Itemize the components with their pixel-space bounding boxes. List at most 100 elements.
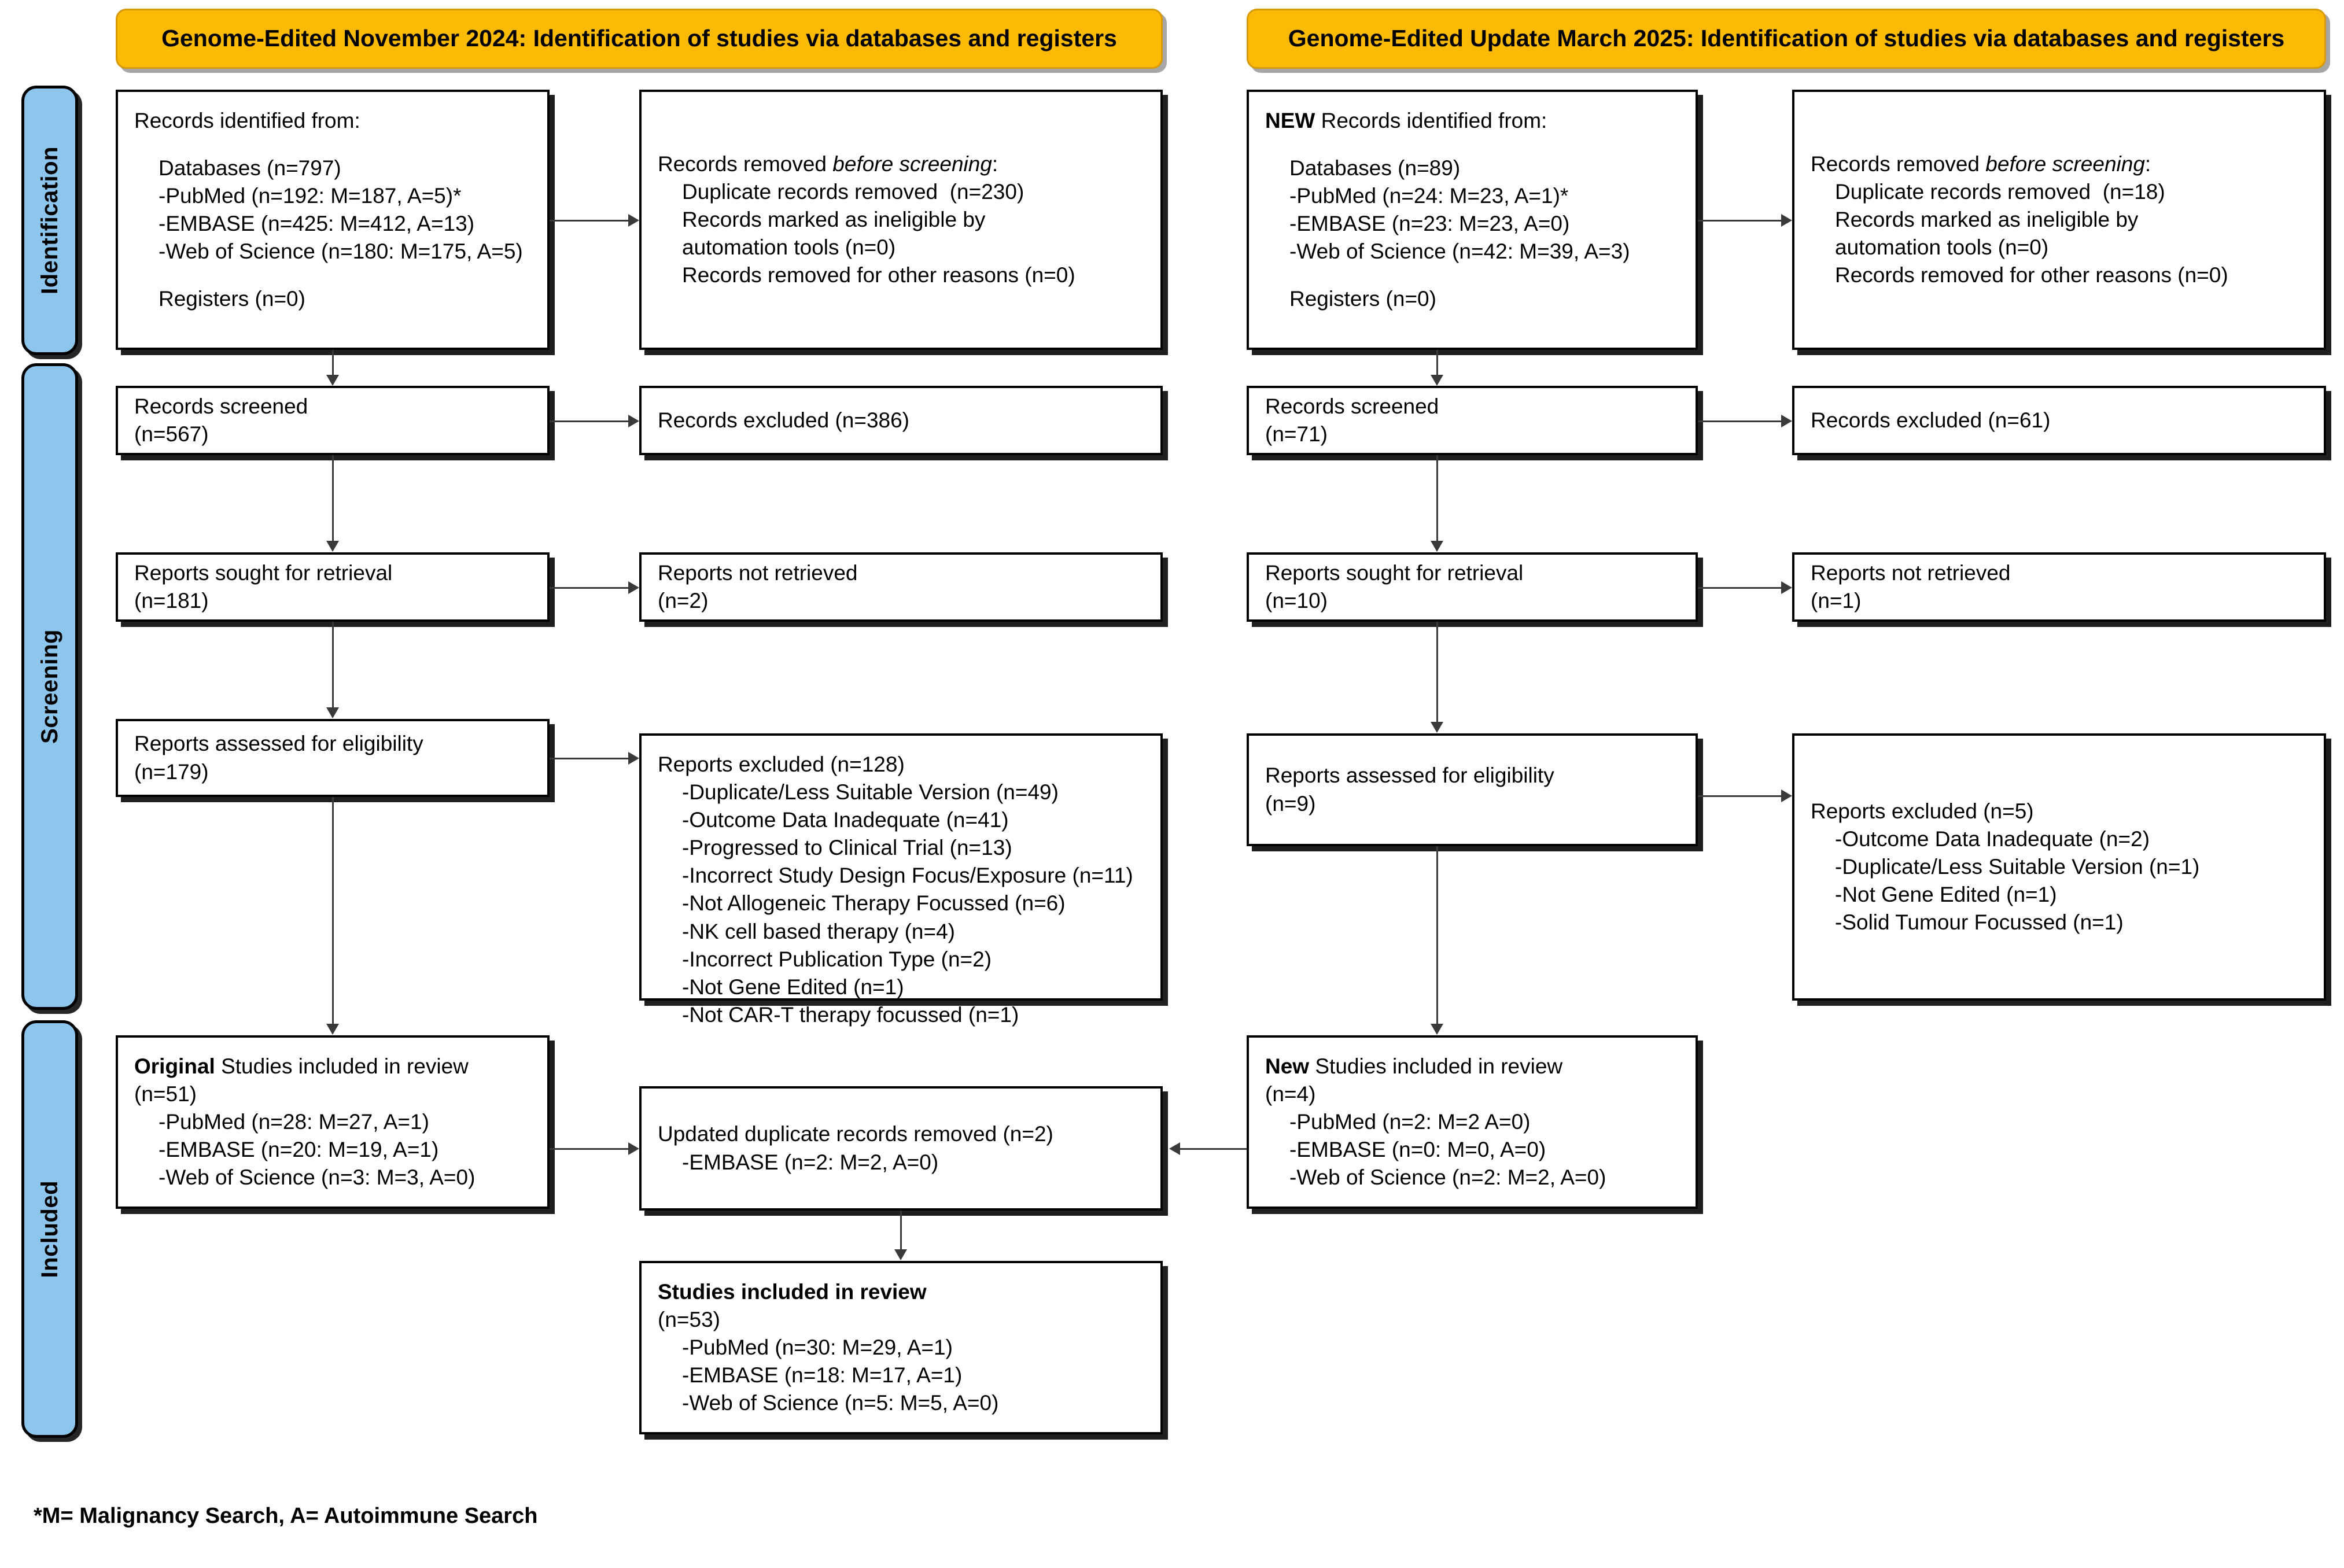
connector-original-to-merge (550, 1148, 628, 1150)
original-source-web-of-science: -Web of Science (n=3: M=3, A=0) (159, 1165, 476, 1190)
box-left-reports-excluded: Reports excluded (n=128) -Duplicate/Less… (639, 733, 1163, 1027)
arrowhead-original-to-merge (628, 1142, 639, 1155)
arrowhead-left-sought-to-assessed (326, 707, 339, 718)
arrowhead-right-identified-to-screened (1431, 375, 1443, 386)
updated-duplicates-title: Updated duplicate records removed (n=2) (658, 1122, 1053, 1146)
new-records-identified-title-bold: NEW (1265, 109, 1315, 132)
excluded-reason-duplicate: -Duplicate/Less Suitable Version (n=49) (682, 780, 1059, 805)
spacer (134, 265, 531, 285)
new-database-source-web-of-science: -Web of Science (n=42: M=39, A=3) (1289, 239, 1630, 264)
new-excluded-reason-solid-tumour: -Solid Tumour Focussed (n=1) (1835, 910, 2124, 935)
box-left-reports-not-retrieved: Reports not retrieved (n=2) (639, 552, 1163, 622)
box-left-records-screened: Records screened (n=567) (116, 386, 550, 455)
new-reports-assessed-count: (n=9) (1265, 791, 1316, 816)
box-right-records-removed: Records removed before screening: Duplic… (1792, 90, 2326, 350)
spacer (1265, 265, 1679, 285)
new-reports-not-retrieved-count: (n=1) (1811, 589, 1862, 613)
database-source-web-of-science: -Web of Science (n=180: M=175, A=5) (159, 239, 523, 264)
removed-item-other-reasons: Records removed for other reasons (n=0) (682, 263, 1075, 287)
reports-assessed-count: (n=179) (134, 759, 209, 784)
connector-new-to-merge (1180, 1148, 1247, 1150)
new-reports-sought-title: Reports sought for retrieval (1265, 560, 1524, 585)
excluded-reason-study-design: -Incorrect Study Design Focus/Exposure (… (682, 864, 1133, 888)
records-removed-title: Records removed before screening: (658, 150, 1144, 178)
connector-left-assessed-to-excluded (550, 758, 628, 759)
connector-right-sought-to-assessed (1436, 622, 1438, 722)
excluded-reason-outcome-data: -Outcome Data Inadequate (n=41) (682, 808, 1009, 832)
section-header-left: Genome-Edited November 2024: Identificat… (116, 9, 1163, 69)
original-included-title-rest: Studies included in review (215, 1054, 469, 1078)
final-source-pubmed: -PubMed (n=30: M=29, A=1) (682, 1335, 953, 1360)
section-header-right-text: Genome-Edited Update March 2025: Identif… (1288, 25, 2285, 52)
new-excluded-reason-not-gene-edited: -Not Gene Edited (n=1) (1835, 883, 2057, 907)
new-included-source-web-of-science: -Web of Science (n=2: M=2, A=0) (1289, 1165, 1606, 1190)
new-databases-heading: Databases (n=89) (1289, 156, 1461, 180)
arrowhead-merge-to-final (894, 1249, 907, 1260)
new-registers-count: Registers (n=0) (1289, 287, 1436, 311)
new-records-removed-title-suffix: : (2144, 152, 2151, 176)
original-included-count: (n=51) (134, 1082, 197, 1106)
databases-heading: Databases (n=797) (159, 156, 341, 180)
arrowhead-left-identified-to-removed (628, 214, 639, 227)
excluded-reason-clinical-trial: -Progressed to Clinical Trial (n=13) (682, 836, 1012, 860)
new-reports-not-retrieved-title: Reports not retrieved (1811, 560, 2011, 585)
connector-right-sought-to-not-retrieved (1698, 587, 1781, 589)
final-included-title: Studies included in review (658, 1280, 927, 1304)
new-excluded-reason-outcome-data: -Outcome Data Inadequate (n=2) (1835, 827, 2150, 851)
box-right-reports-assessed: Reports assessed for eligibility (n=9) (1247, 733, 1698, 846)
database-source-pubmed: -PubMed (n=192: M=187, A=5)* (159, 184, 462, 208)
arrowhead-right-screened-to-excluded (1781, 415, 1792, 427)
phase-bar-identification: Identification (21, 86, 78, 355)
reports-excluded-title: Reports excluded (n=128) (658, 752, 905, 776)
excluded-reason-allogeneic: -Not Allogeneic Therapy Focussed (n=6) (682, 891, 1066, 916)
excluded-reason-publication-type: -Incorrect Publication Type (n=2) (682, 947, 992, 971)
box-left-records-excluded: Records excluded (n=386) (639, 386, 1163, 455)
new-included-source-embase: -EMBASE (n=0: M=0, A=0) (1289, 1138, 1546, 1162)
records-screened-title: Records screened (134, 394, 308, 418)
original-included-title: Original Studies included in review (134, 1053, 531, 1080)
connector-right-identified-to-removed (1698, 220, 1781, 222)
box-updated-duplicates-removed: Updated duplicate records removed (n=2) … (639, 1086, 1163, 1211)
records-removed-title-suffix: : (992, 152, 998, 176)
new-records-screened-title: Records screened (1265, 394, 1439, 418)
records-excluded-title: Records excluded (n=386) (658, 408, 910, 432)
records-removed-title-prefix: Records removed (658, 152, 833, 176)
removed-item-ineligible-2: automation tools (n=0) (682, 235, 896, 260)
new-records-identified-title-rest: Records identified from: (1315, 109, 1547, 132)
arrowhead-left-sought-to-not-retrieved (628, 581, 639, 594)
footnote-abbreviations: *M= Malignancy Search, A= Autoimmune Sea… (34, 1504, 538, 1528)
removed-item-duplicates: Duplicate records removed (n=230) (682, 179, 1024, 204)
registers-count: Registers (n=0) (159, 287, 305, 311)
new-removed-item-other-reasons: Records removed for other reasons (n=0) (1835, 263, 2228, 287)
box-left-records-removed: Records removed before screening: Duplic… (639, 90, 1163, 350)
box-right-reports-not-retrieved: Reports not retrieved (n=1) (1792, 552, 2326, 622)
arrowhead-left-assessed-to-included (326, 1024, 339, 1035)
arrowhead-right-assessed-to-included (1431, 1024, 1443, 1035)
records-identified-title: Records identified from: (134, 109, 360, 132)
reports-not-retrieved-title: Reports not retrieved (658, 560, 858, 585)
arrowhead-right-screened-to-sought (1431, 541, 1443, 552)
new-reports-assessed-title: Reports assessed for eligibility (1265, 763, 1554, 788)
arrowhead-right-sought-to-assessed (1431, 722, 1443, 733)
box-right-new-included: New Studies included in review (n=4) -Pu… (1247, 1035, 1698, 1209)
box-final-studies-included: Studies included in review (n=53) -PubMe… (639, 1261, 1163, 1434)
phase-label-identification: Identification (36, 146, 62, 294)
new-removed-item-ineligible-1: Records marked as ineligible by (1835, 207, 2139, 231)
box-left-reports-assessed: Reports assessed for eligibility (n=179) (116, 719, 550, 797)
new-records-identified-title: NEW Records identified from: (1265, 107, 1679, 135)
connector-right-assessed-to-included (1436, 846, 1438, 1024)
section-header-left-text: Genome-Edited November 2024: Identificat… (161, 25, 1117, 52)
final-source-embase: -EMBASE (n=18: M=17, A=1) (682, 1363, 963, 1388)
arrowhead-left-assessed-to-excluded (628, 752, 639, 765)
phase-label-screening: Screening (36, 629, 62, 744)
phase-bar-included: Included (21, 1020, 78, 1438)
reports-sought-count: (n=181) (134, 589, 209, 613)
connector-left-sought-to-assessed (332, 622, 334, 707)
new-records-screened-count: (n=71) (1265, 422, 1328, 446)
excluded-reason-not-gene-edited: -Not Gene Edited (n=1) (682, 975, 904, 999)
box-left-reports-sought: Reports sought for retrieval (n=181) (116, 552, 550, 622)
box-right-records-excluded: Records excluded (n=61) (1792, 386, 2326, 455)
box-right-records-screened: Records screened (n=71) (1247, 386, 1698, 455)
connector-left-assessed-to-included (332, 797, 334, 1024)
